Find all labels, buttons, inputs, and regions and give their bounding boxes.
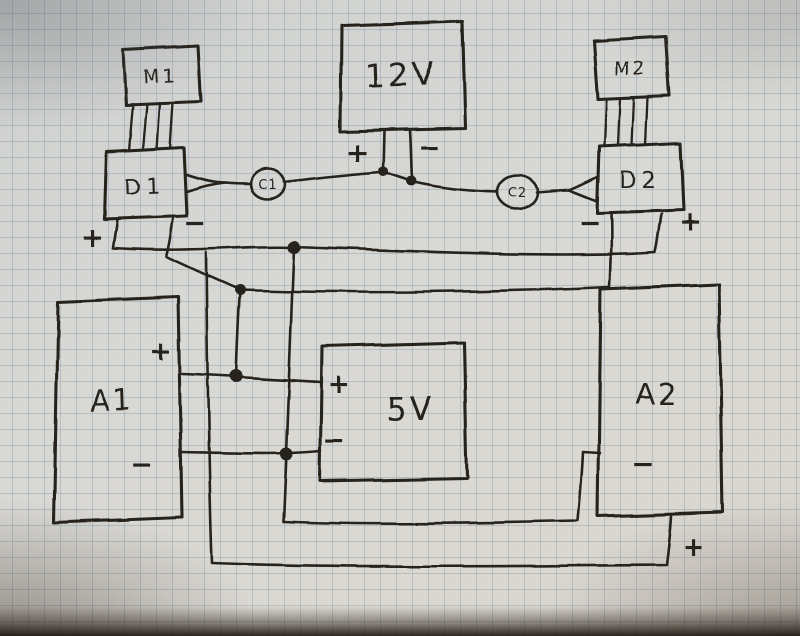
a2-plus-sign: +	[683, 532, 706, 563]
d2-plus-sign: +	[679, 207, 702, 238]
label-12v: 12V	[364, 55, 437, 95]
m1-to-d1-leads	[127, 101, 175, 152]
c1-to-12v-wire	[282, 170, 383, 184]
lead-wire	[155, 101, 162, 151]
d2-minus-sign: −	[578, 208, 601, 239]
junction-dot	[287, 240, 301, 254]
a1-plus-rail	[180, 372, 323, 384]
label-a2: A2	[636, 377, 680, 411]
label-c1: C1	[258, 178, 277, 193]
c2-to-d2-wire	[567, 175, 599, 192]
a1-plus-sign: +	[150, 336, 173, 367]
label-d2: D2	[620, 169, 661, 194]
junction-dot	[406, 176, 416, 186]
lead-wire	[141, 102, 149, 151]
c2-to-d2-wire	[534, 188, 571, 194]
supply12-plus-sign: +	[346, 137, 369, 168]
d1-plus-sign: +	[81, 222, 104, 253]
a1-minus-sign: −	[131, 450, 154, 481]
supply12-plus-drop	[381, 129, 386, 172]
bus-to-plus-rail-vertical	[234, 288, 242, 379]
label-m1: M1	[143, 65, 179, 89]
d1-to-c1-wire	[223, 181, 253, 186]
label-c2: C2	[507, 186, 526, 201]
lead-wire	[630, 96, 636, 147]
supply5-minus-sign: −	[323, 426, 346, 457]
12v-to-c2-wire	[411, 180, 499, 194]
d1-minus-sign: −	[184, 208, 207, 239]
lead-wire	[168, 101, 175, 150]
d1-to-c1-wire	[185, 173, 227, 185]
minus-run-to-a2	[281, 450, 602, 525]
label-m2: M2	[614, 58, 648, 80]
junction-dot	[378, 166, 388, 176]
junction-dot	[279, 447, 293, 461]
a2-minus-sign: −	[632, 448, 655, 479]
junction-dot	[234, 284, 246, 296]
junction-dot	[229, 369, 243, 383]
supply12-minus-drop	[408, 129, 414, 181]
lead-wire	[602, 97, 608, 148]
d1-to-c1-wire	[185, 181, 227, 194]
lead-wire	[616, 96, 622, 148]
m2-to-d2-leads	[602, 95, 650, 148]
lead-wire	[127, 102, 135, 152]
c2-to-d2-wire	[567, 188, 599, 203]
label-a1: A1	[89, 382, 134, 418]
supply12-minus-sign: −	[419, 132, 442, 163]
supply5-plus-sign: +	[328, 369, 351, 400]
a1-minus-rail	[180, 449, 323, 455]
label-d1: D1	[124, 174, 166, 200]
d1-plus-drop	[111, 217, 119, 250]
bus-to-minus-rail-vertical	[281, 246, 296, 523]
lead-wire	[644, 95, 650, 147]
label-5v: 5V	[386, 390, 434, 428]
